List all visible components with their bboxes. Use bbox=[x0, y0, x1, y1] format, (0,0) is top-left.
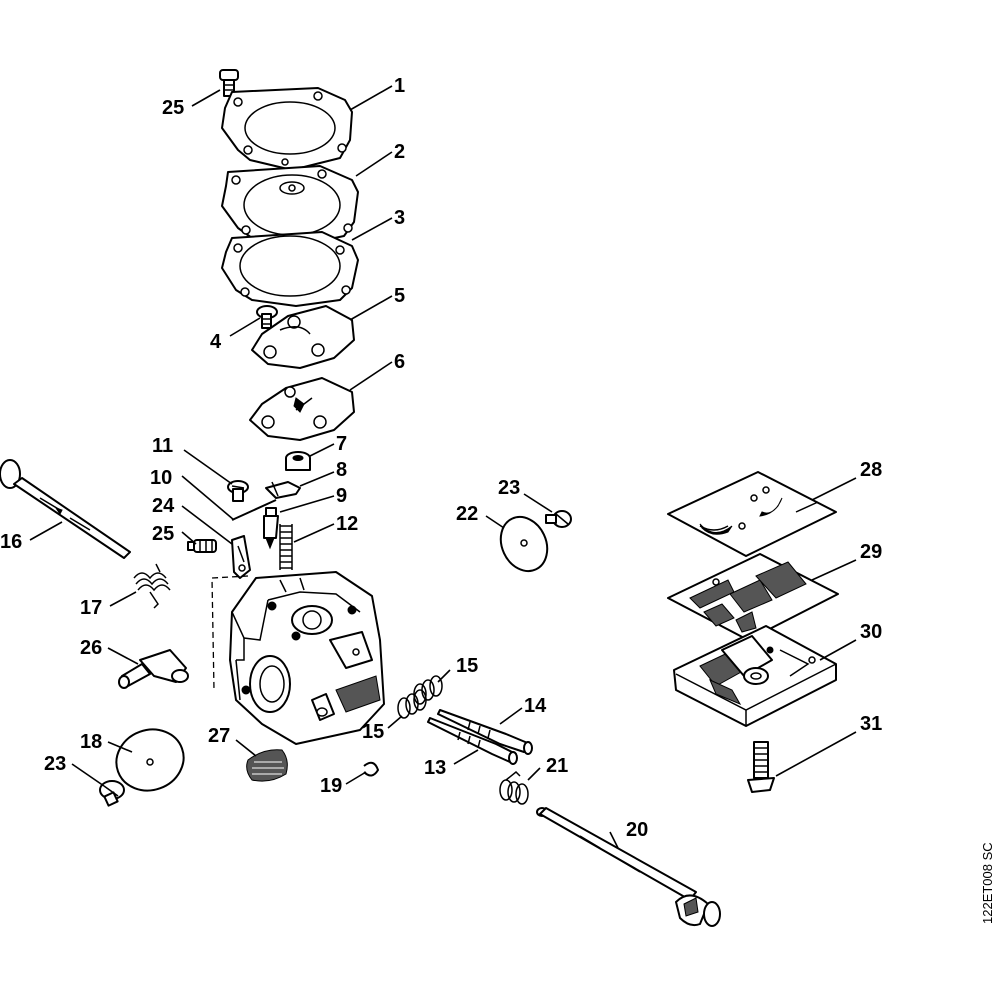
callout-23-lower: 23 bbox=[44, 753, 66, 775]
callout-11: 11 bbox=[152, 435, 173, 457]
callout-27: 27 bbox=[208, 725, 230, 747]
part-3-gasket bbox=[221, 231, 359, 307]
callout-6: 6 bbox=[394, 351, 405, 373]
callout-29: 29 bbox=[860, 541, 882, 563]
part-22-choke-plate bbox=[499, 515, 549, 573]
callout-1: 1 bbox=[394, 75, 405, 97]
callout-3: 3 bbox=[394, 207, 405, 229]
part-29-gasket bbox=[667, 553, 839, 641]
part-10-pin bbox=[231, 499, 277, 521]
part-6-plate bbox=[249, 377, 355, 441]
callout-23-upper: 23 bbox=[498, 477, 520, 499]
callout-9: 9 bbox=[336, 485, 347, 507]
callout-5: 5 bbox=[394, 285, 405, 307]
part-28-gasket bbox=[667, 471, 837, 557]
part-15-spring-lower bbox=[397, 689, 427, 719]
callout-18: 18 bbox=[80, 731, 102, 753]
callout-24: 24 bbox=[152, 495, 175, 517]
part-27-filter-pad bbox=[246, 749, 288, 782]
callout-8: 8 bbox=[336, 459, 347, 481]
callout-7: 7 bbox=[336, 433, 347, 455]
part-9-inlet-needle bbox=[263, 507, 279, 550]
part-5-plate bbox=[251, 305, 355, 369]
part-26-fuel-fitting bbox=[118, 649, 189, 689]
assembly-guide-line bbox=[211, 575, 249, 691]
part-24-bracket bbox=[231, 535, 251, 579]
callout-26: 26 bbox=[80, 637, 102, 659]
part-25-screw-top bbox=[219, 69, 239, 97]
part-13-adjusting-needle bbox=[427, 717, 518, 765]
callout-2: 2 bbox=[394, 141, 405, 163]
part-1-diaphragm-cover bbox=[221, 87, 353, 171]
callout-31: 31 bbox=[860, 713, 882, 735]
callout-15-lower: 15 bbox=[362, 721, 384, 743]
part-23-screw-upper bbox=[545, 510, 572, 528]
callout-19: 19 bbox=[320, 775, 342, 797]
part-12-spring bbox=[279, 524, 293, 570]
callout-4: 4 bbox=[210, 331, 222, 353]
part-25-screw-lower bbox=[187, 539, 217, 553]
callout-16: 16 bbox=[0, 531, 22, 553]
callout-28: 28 bbox=[860, 459, 882, 481]
callout-14: 14 bbox=[524, 695, 547, 717]
callout-25-lower: 25 bbox=[152, 523, 174, 545]
callout-22: 22 bbox=[456, 503, 478, 525]
part-20-choke-shaft bbox=[536, 807, 721, 927]
part-31-screw bbox=[747, 741, 775, 793]
part-11-screw bbox=[227, 480, 249, 502]
callout-20: 20 bbox=[626, 819, 648, 841]
part-14-adjusting-needle bbox=[437, 709, 533, 755]
part-18-throttle-plate bbox=[115, 728, 185, 792]
part-4-screw bbox=[256, 305, 278, 329]
part-16-throttle-shaft bbox=[0, 459, 131, 559]
drawing-code: 122ET008 SC bbox=[980, 842, 995, 924]
callout-30: 30 bbox=[860, 621, 882, 643]
part-21-torsion-spring bbox=[499, 770, 529, 805]
callout-25-upper: 25 bbox=[162, 97, 184, 119]
callout-12: 12 bbox=[336, 513, 358, 535]
callout-15-upper: 15 bbox=[456, 655, 478, 677]
leader-lines bbox=[29, 85, 857, 849]
callout-21: 21 bbox=[546, 755, 568, 777]
carburetor-body bbox=[229, 571, 385, 745]
part-7-plug bbox=[285, 451, 311, 471]
part-17-torsion-spring bbox=[133, 563, 171, 609]
part-19-clip bbox=[363, 761, 379, 777]
part-23-screw-left bbox=[99, 780, 125, 807]
callout-10: 10 bbox=[150, 467, 172, 489]
part-30-pump-cover bbox=[673, 625, 837, 727]
callout-labels: 1 2 3 4 5 6 7 8 9 10 11 12 13 14 15 15 1… bbox=[0, 75, 882, 841]
callout-17: 17 bbox=[80, 597, 102, 619]
part-8-lever bbox=[265, 481, 301, 499]
callout-13: 13 bbox=[424, 757, 446, 779]
